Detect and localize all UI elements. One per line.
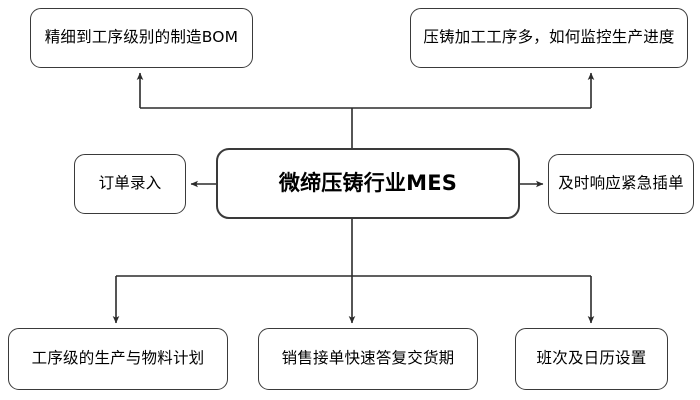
node-manufacturing-bom[interactable]: 精细到工序级别的制造BOM (30, 8, 253, 68)
node-label: 订单录入 (98, 174, 162, 193)
central-node-label: 微缔压铸行业MES (278, 171, 458, 196)
node-label: 及时响应紧急插单 (558, 174, 684, 193)
node-urgent-order-response[interactable]: 及时响应紧急插单 (548, 154, 694, 214)
node-central-mes[interactable]: 微缔压铸行业MES (216, 148, 520, 219)
node-delivery-date-reply[interactable]: 销售接单快速答复交货期 (258, 328, 478, 390)
node-label: 精细到工序级别的制造BOM (44, 28, 239, 47)
node-production-progress-monitoring[interactable]: 压铸加工工序多，如何监控生产进度 (410, 8, 688, 68)
node-shift-calendar-settings[interactable]: 班次及日历设置 (515, 328, 668, 390)
node-production-material-plan[interactable]: 工序级的生产与物料计划 (8, 328, 228, 390)
node-label: 班次及日历设置 (536, 349, 647, 368)
node-label: 工序级的生产与物料计划 (31, 349, 205, 368)
node-order-entry[interactable]: 订单录入 (74, 154, 186, 214)
node-label: 压铸加工工序多，如何监控生产进度 (423, 28, 675, 47)
node-label: 销售接单快速答复交货期 (281, 349, 455, 368)
